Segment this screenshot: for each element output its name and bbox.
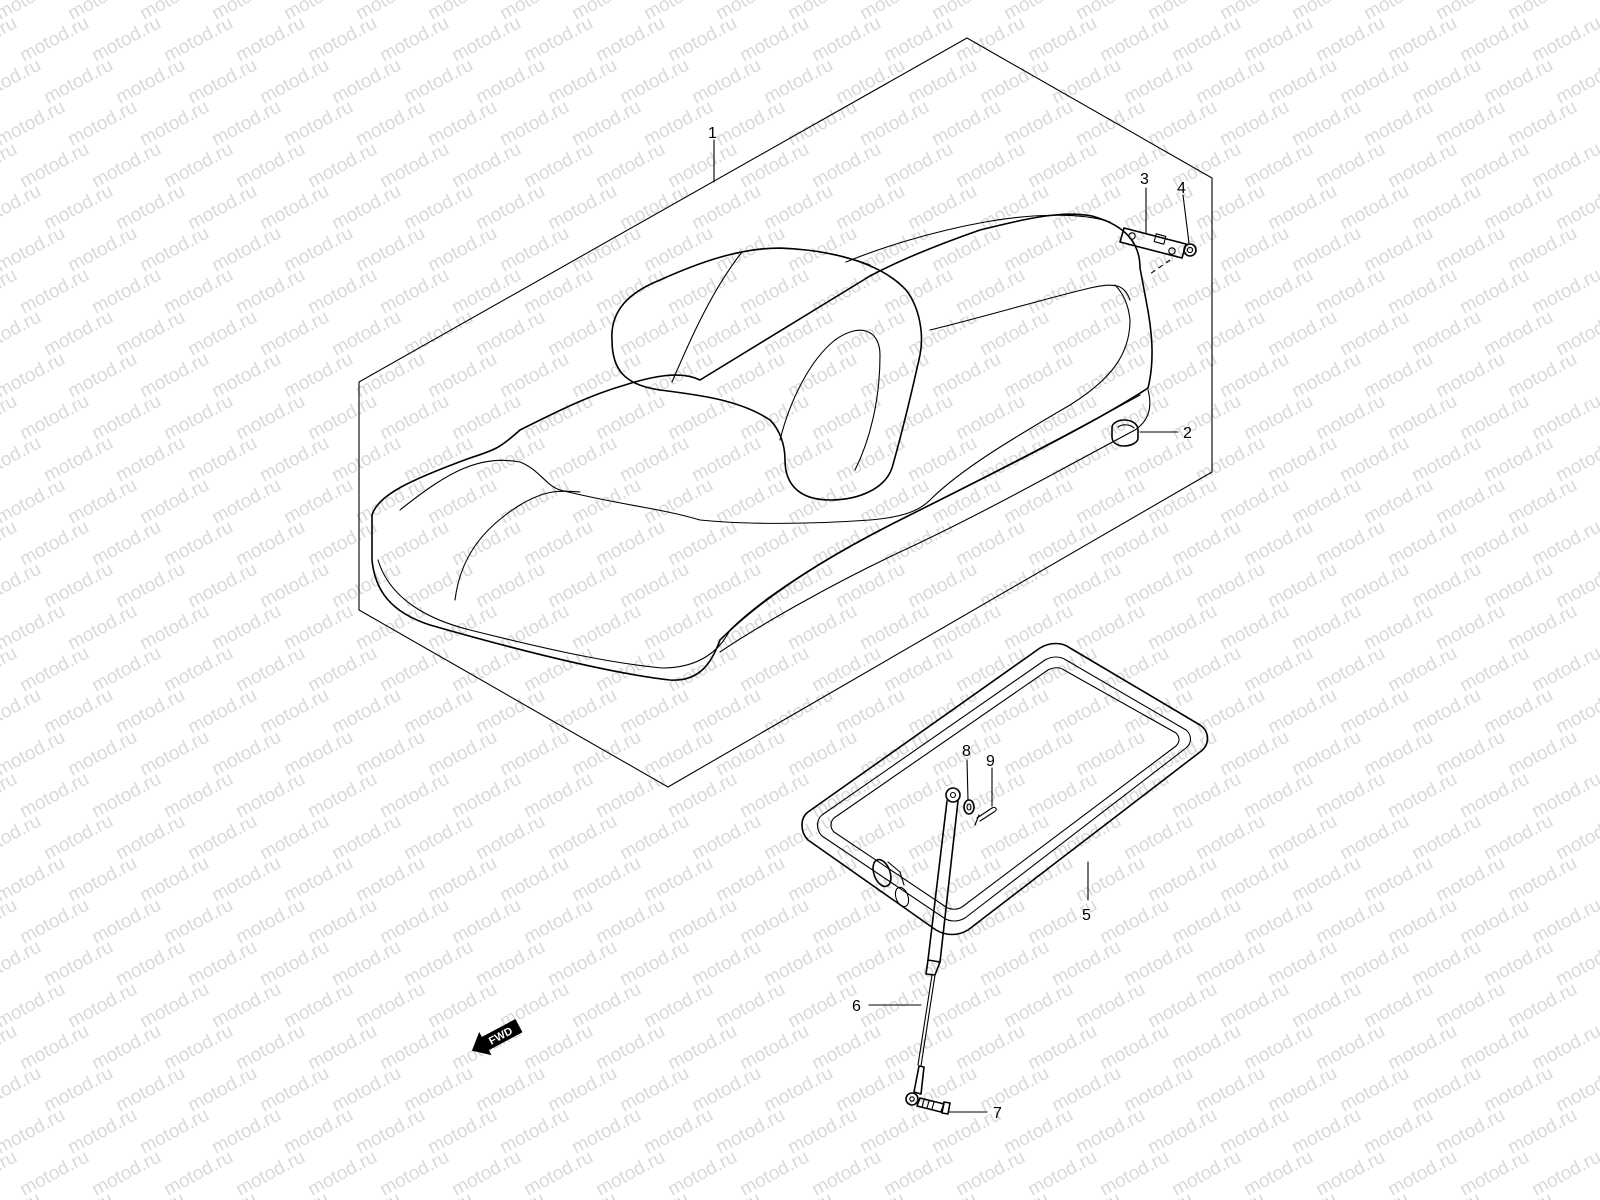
- callout-9: 9: [986, 753, 995, 770]
- bracket-plate: [1119, 227, 1187, 275]
- callout-4: 4: [1177, 180, 1186, 197]
- callout-5: 5: [1082, 907, 1091, 924]
- gas-strut: [905, 787, 961, 1106]
- callout-6: 6: [852, 998, 861, 1015]
- seat-assembly: [371, 213, 1153, 681]
- group-boundary: [358, 37, 1213, 788]
- leader-lines: [713, 139, 1190, 1113]
- nut: [1183, 243, 1197, 257]
- storage-frame: [801, 642, 1209, 936]
- callout-7: 7: [993, 1105, 1002, 1122]
- callout-2: 2: [1183, 425, 1192, 442]
- fwd-label: FWD: [487, 1025, 515, 1047]
- callout-3: 3: [1140, 171, 1149, 188]
- cotter-pin: [974, 806, 997, 826]
- bolt: [916, 1097, 951, 1115]
- washer: [963, 799, 975, 815]
- fwd-arrow-icon: FWD: [471, 1019, 523, 1056]
- callout-8: 8: [962, 743, 971, 760]
- rubber-cushion: [1111, 419, 1139, 447]
- callout-1: 1: [708, 125, 717, 142]
- callout-labels: 1 2 3 4 5 6 7 8 9: [708, 125, 1192, 1122]
